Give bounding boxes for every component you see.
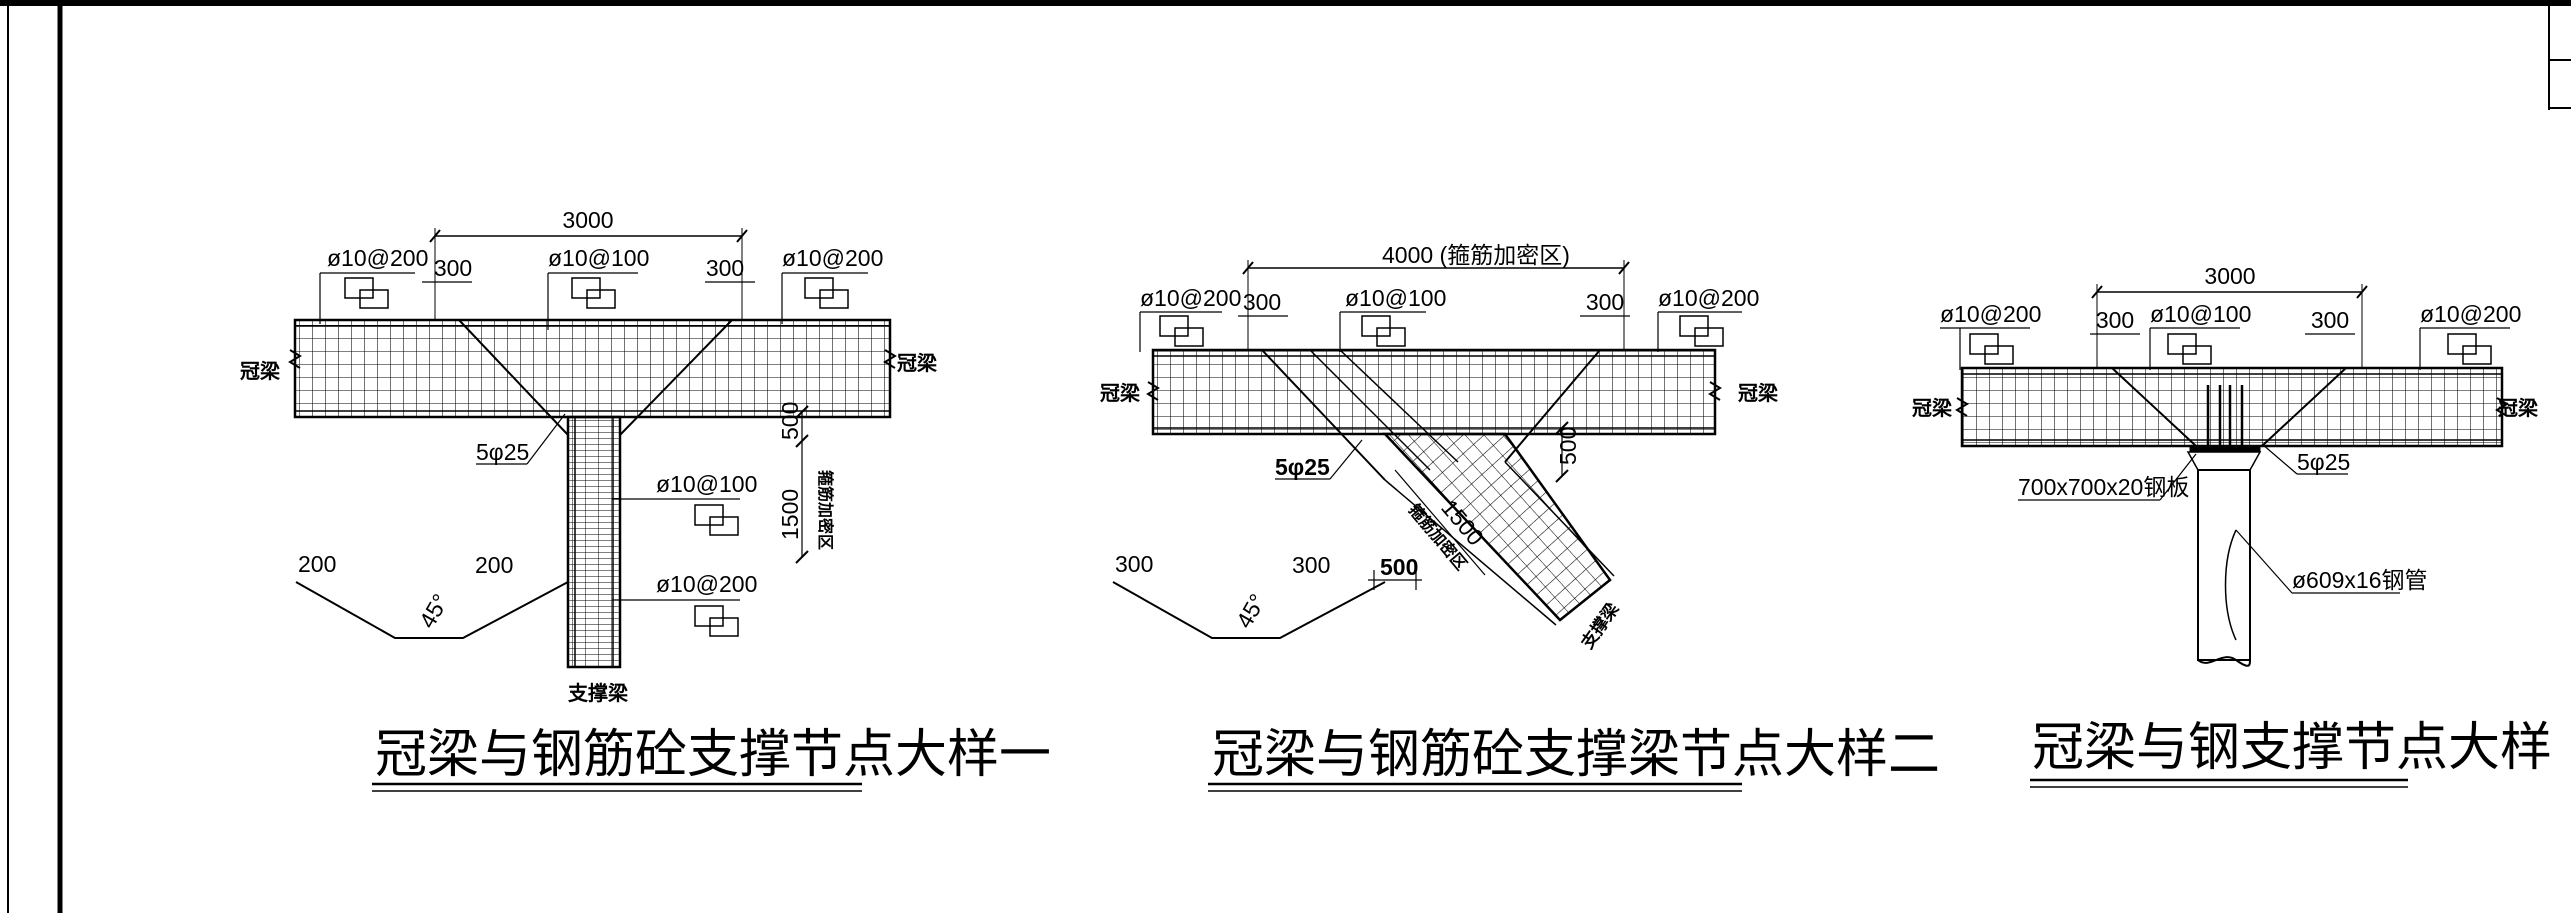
hook-right-dimension: 200	[475, 552, 513, 578]
left-stirrup-label-2: ø10@200	[1140, 285, 1241, 311]
main-bars-label: 5φ25	[476, 439, 529, 465]
vertical-500-dimension: 500	[777, 402, 803, 440]
left-300-dimension-2: 300	[1243, 289, 1281, 315]
small-500-dimension: 500	[1380, 554, 1418, 580]
steel-pipe-label: ø609x16钢管	[2292, 567, 2428, 593]
left-stirrup-label: ø10@200	[327, 245, 428, 271]
right-stirrup-label-2: ø10@200	[1658, 285, 1759, 311]
left-300-dimension-3: 300	[2096, 307, 2134, 333]
detail-3: 3000 300 300 ø10@200 ø10@100 ø10@200 冠梁 …	[1912, 263, 2552, 788]
crown-beam-left-label-3: 冠梁	[1912, 396, 1953, 420]
center-stirrup-label-3: ø10@100	[2150, 301, 2251, 327]
hook-left-dimension-2: 300	[1115, 551, 1153, 577]
brace-beam-1	[566, 415, 622, 669]
right-300-dimension-3: 300	[2311, 307, 2349, 333]
left-stirrup-label-3: ø10@200	[1940, 301, 2041, 327]
crown-beam-2	[1151, 348, 1717, 436]
main-bars-label-3: 5φ25	[2297, 449, 2350, 475]
hook-angle-2: 45°	[1231, 589, 1271, 632]
span-dimension: 3000	[562, 207, 613, 233]
brace-beam-2	[1382, 432, 1612, 622]
detail-1: 3000 300 300 ø10@200 ø10@100 ø10@200 冠梁 …	[240, 207, 1051, 792]
right-stirrup-label: ø10@200	[782, 245, 883, 271]
crown-beam-left-label-2: 冠梁	[1100, 381, 1141, 405]
main-bars-label-2: 5φ25	[1275, 454, 1330, 480]
right-stirrup-label-3: ø10@200	[2420, 301, 2521, 327]
steel-pipe	[2197, 469, 2251, 661]
hook-left-dimension: 200	[298, 551, 336, 577]
detail-3-title: 冠梁与钢支撑节点大样	[2032, 718, 2552, 778]
crown-beam-right-label-3: 冠梁	[2498, 396, 2539, 420]
steel-plate-label: 700x700x20钢板	[2018, 474, 2189, 500]
crown-beam-right-label-2: 冠梁	[1738, 381, 1779, 405]
vertical-500-dimension-2: 500	[1555, 427, 1581, 465]
brace-stirrup-label: ø10@200	[656, 571, 757, 597]
center-stirrup-label-2: ø10@100	[1345, 285, 1446, 311]
center-stirrup-label: ø10@100	[548, 245, 649, 271]
crown-beam-3	[1960, 366, 2504, 448]
detail-2: 4000 (箍筋加密区) 300 300 ø10@200 ø10@100 ø10…	[1100, 242, 1940, 792]
span-dimension-2: 4000 (箍筋加密区)	[1382, 242, 1570, 268]
vertical-1500-dimension: 1500	[777, 489, 803, 540]
detail-2-title: 冠梁与钢筋砼支撑梁节点大样二	[1212, 725, 1940, 785]
hook-right-dimension-2: 300	[1292, 552, 1330, 578]
right-300-dimension: 300	[706, 255, 744, 281]
right-300-dimension-2: 300	[1586, 289, 1624, 315]
brace-beam-label: 支撑梁	[568, 681, 629, 705]
span-dimension-3: 3000	[2204, 263, 2255, 289]
left-300-dimension: 300	[434, 255, 472, 281]
hook-angle: 45°	[414, 589, 454, 632]
detail-1-title: 冠梁与钢筋砼支撑节点大样一	[375, 725, 1051, 785]
crown-beam-left-label: 冠梁	[240, 359, 281, 383]
brace-beam-label-2: 支撑梁	[1577, 598, 1623, 652]
steel-plate	[2189, 445, 2261, 453]
brace-dense-stirrup-label: ø10@100	[656, 471, 757, 497]
dense-zone-label: 箍筋加密区	[816, 470, 835, 550]
crown-beam-right-label: 冠梁	[897, 351, 938, 375]
